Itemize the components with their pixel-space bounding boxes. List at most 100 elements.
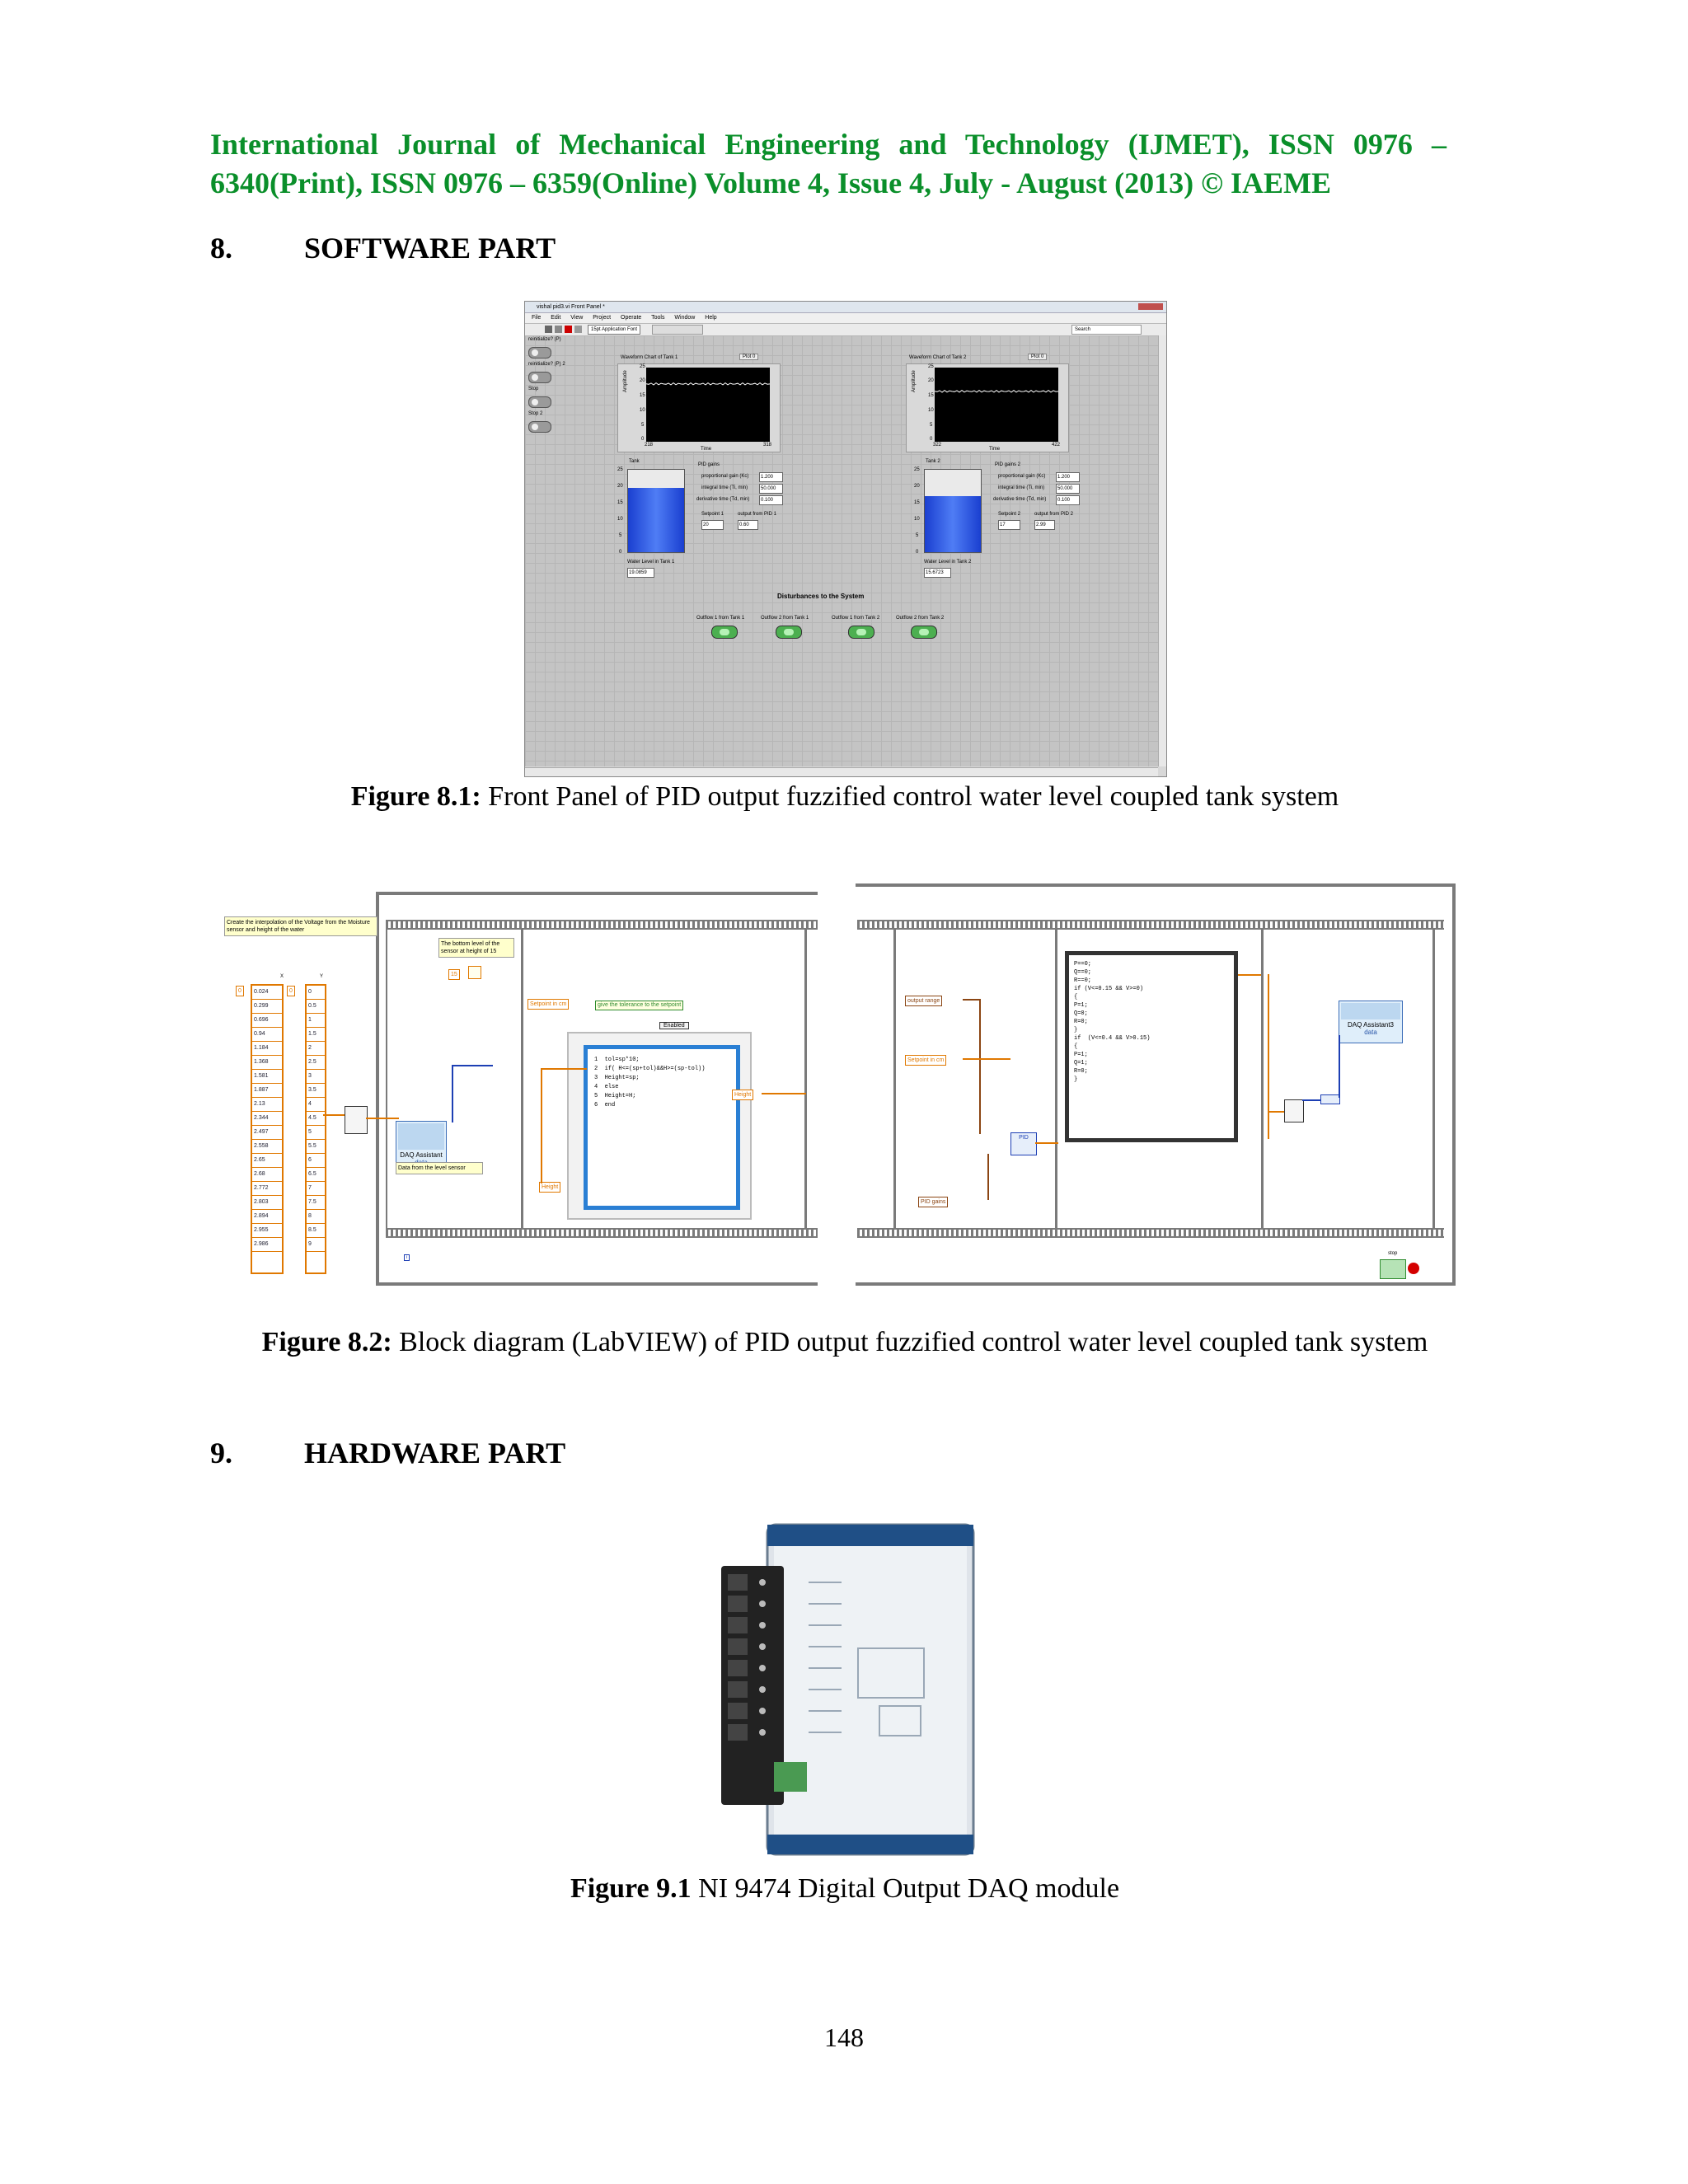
- font-selector[interactable]: 15pt Application Font: [588, 325, 641, 335]
- pid-gains-input[interactable]: PID gains: [918, 1197, 949, 1207]
- reinitialize-button[interactable]: [528, 347, 551, 359]
- tank1-ti-label: integral time (Ti, min): [701, 485, 748, 490]
- loop-condition-icon[interactable]: [1408, 1263, 1419, 1274]
- chart1-ytick: 10: [640, 408, 645, 413]
- tank1-pid-title: PID gains: [698, 462, 720, 467]
- tank1-td-label: derivative time (Td, min): [696, 497, 750, 502]
- bottom-level-note: The bottom level of the sensor at height…: [438, 938, 514, 958]
- wire: [323, 1114, 345, 1116]
- tank2-td-input[interactable]: 0.100: [1056, 495, 1080, 505]
- wire: [452, 1065, 493, 1066]
- tank1-setpoint-input[interactable]: 20: [701, 520, 724, 530]
- wire: [979, 999, 981, 1134]
- output-range-input[interactable]: output range: [905, 996, 943, 1006]
- chart2-xlabel: Time: [989, 447, 1001, 452]
- figure-label: Figure 8.1:: [350, 781, 481, 812]
- tank1-td-input[interactable]: 0.100: [759, 495, 783, 505]
- daq-assistant3-block[interactable]: DAQ Assistant3 data: [1339, 1001, 1403, 1043]
- wire: [452, 1065, 453, 1122]
- menu-bar: File Edit View Project Operate Tools Win…: [525, 313, 1166, 324]
- tank2-ti-input[interactable]: 50.000: [1056, 484, 1080, 494]
- array-element: 2.986: [252, 1238, 282, 1252]
- array-element: 4: [307, 1098, 325, 1112]
- horizontal-scrollbar[interactable]: [525, 767, 1158, 776]
- setpoint-cm-input-2[interactable]: Setpoint in cm: [905, 1055, 947, 1066]
- tank2-pid-output-value: 2.99: [1034, 520, 1055, 530]
- level-sensor-note: Data from the level sensor: [396, 1162, 483, 1174]
- build-array-icon[interactable]: [1284, 1099, 1304, 1122]
- array-element: 2.772: [252, 1182, 282, 1196]
- chart2-trace: [934, 389, 1059, 393]
- daq3-icon: [1341, 1003, 1400, 1019]
- tank1-ytick: 0: [619, 550, 622, 555]
- stop-button[interactable]: [528, 396, 551, 408]
- reinitialize2-button[interactable]: [528, 372, 551, 383]
- stop2-button[interactable]: [528, 421, 551, 433]
- array-element: 9: [307, 1238, 325, 1252]
- window-controls-icon[interactable]: [1138, 303, 1163, 310]
- run-continuous-icon[interactable]: [555, 326, 562, 333]
- fuzzy-formula-code[interactable]: P==0; Q==0; R==0; if (V<=0.15 && V>=0) {…: [1071, 957, 1226, 1128]
- menu-help[interactable]: Help: [705, 315, 717, 321]
- formula-code[interactable]: 1 tol=sp*10; 2 if( H<=(sp+tol)&&H>=(sp-t…: [591, 1052, 729, 1174]
- tank2-setpoint-input[interactable]: 17: [998, 520, 1020, 530]
- height-output[interactable]: Height: [732, 1090, 754, 1100]
- array-element: 3: [307, 1070, 325, 1084]
- y-array-index[interactable]: 0: [287, 986, 295, 996]
- run-arrow-icon[interactable]: [545, 326, 552, 333]
- sequence-left-edge: [386, 928, 387, 1228]
- outflow1-tank1-label: Outflow 1 from Tank 1: [696, 616, 745, 621]
- vertical-scrollbar[interactable]: [1158, 335, 1166, 766]
- tank1-setpoint-label: Setpoint 1: [701, 512, 724, 517]
- tolerance-note: give the tolerance to the setpoint: [595, 1001, 684, 1010]
- outflow2-tank1-button[interactable]: [776, 626, 802, 639]
- enabled-selector[interactable]: Enabled: [659, 1022, 689, 1029]
- x-array-index[interactable]: 0: [236, 986, 244, 996]
- tank1-kc-input[interactable]: 1.200: [759, 472, 783, 482]
- window-titlebar: vishal pid3.vi Front Panel *: [525, 302, 1166, 313]
- wire: [1268, 974, 1269, 1139]
- bool-array-icon[interactable]: [1320, 1094, 1340, 1104]
- const-15[interactable]: 15: [448, 969, 460, 980]
- sequence-top-strip: [386, 920, 818, 930]
- outflow2-tank2-button[interactable]: [911, 626, 937, 639]
- menu-window[interactable]: Window: [674, 315, 696, 321]
- setpoint-cm-input[interactable]: Setpoint in cm: [528, 999, 570, 1010]
- menu-tools[interactable]: Tools: [651, 315, 665, 321]
- menu-file[interactable]: File: [532, 315, 542, 321]
- tank1-ytick: 25: [617, 467, 623, 472]
- array-element: 7.5: [307, 1196, 325, 1210]
- interpolate-function-icon[interactable]: [345, 1106, 368, 1134]
- outflow1-tank2-button[interactable]: [848, 626, 874, 639]
- chart1-plot-legend[interactable]: Plot 0: [739, 354, 759, 360]
- chart2-xmax: 422: [1052, 443, 1061, 448]
- menu-edit[interactable]: Edit: [551, 315, 561, 321]
- array-element: 2.558: [252, 1140, 282, 1154]
- tank2-ytick: 15: [914, 500, 920, 505]
- array-element: 4.5: [307, 1112, 325, 1126]
- array-element: 2.497: [252, 1126, 282, 1140]
- pid-vi-block[interactable]: PID: [1010, 1132, 1037, 1155]
- pause-icon[interactable]: [574, 326, 582, 333]
- search-field[interactable]: Search: [1071, 325, 1142, 335]
- abort-icon[interactable]: [565, 326, 572, 333]
- fuzzy-formula-node: P==0; Q==0; R==0; if (V<=0.15 && V>=0) {…: [1065, 951, 1238, 1142]
- compare-function-icon[interactable]: [468, 966, 481, 979]
- chart2-plot: [934, 368, 1059, 442]
- tank2-pid-title: PID gains 2: [995, 462, 1021, 467]
- wire: [1339, 1035, 1340, 1098]
- menu-project[interactable]: Project: [593, 315, 612, 321]
- height-input[interactable]: Height: [539, 1182, 561, 1193]
- tank1-ti-input[interactable]: 50.000: [759, 484, 783, 494]
- stop-button-terminal[interactable]: [1380, 1259, 1406, 1279]
- menu-operate[interactable]: Operate: [621, 315, 642, 321]
- chart1-frame: Amplitude 25 20 15 10 5 0 218 318 Time: [617, 363, 781, 452]
- outflow1-tank1-button[interactable]: [711, 626, 738, 639]
- chart2-plot-legend[interactable]: Plot 0: [1028, 354, 1048, 360]
- menu-view[interactable]: View: [570, 315, 584, 321]
- tank2-kc-input[interactable]: 1.200: [1056, 472, 1080, 482]
- align-distribute-icons[interactable]: [652, 325, 703, 335]
- tank2-water-fill: [925, 496, 981, 552]
